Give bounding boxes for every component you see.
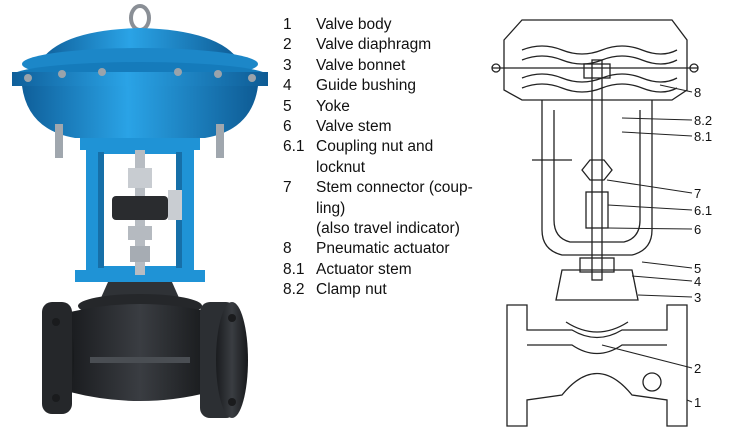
- diaphragm-outline: [565, 321, 629, 333]
- legend-item: 1 Valve body: [283, 15, 483, 35]
- legend-text: Coupling nut and locknut: [316, 138, 434, 176]
- stem-connector: [112, 150, 182, 275]
- legend-text: Pneumatic actuator: [316, 240, 450, 258]
- stem-connector-outline: [581, 159, 613, 181]
- legend-text: Stem connector (coup- ling) (also travel…: [316, 179, 473, 238]
- legend-text: Guide bushing: [316, 77, 416, 95]
- legend-text: Valve body: [316, 16, 392, 33]
- legend-number: 7: [283, 179, 292, 197]
- legend-item: 8.1 Actuator stem: [283, 260, 483, 280]
- actuator-lower-casing: [22, 86, 258, 138]
- legend-text: Valve diaphragm: [316, 36, 432, 54]
- actuator-housing: [503, 19, 688, 101]
- legend-item: 4 Guide bushing: [283, 76, 483, 96]
- legend-item: 6.1 Coupling nut and locknut: [283, 137, 483, 178]
- callout-8-2: 8.2: [694, 113, 712, 128]
- callout-labels: 8 8.2 8.1 7 6.1 6 5 4 3 2 1: [694, 85, 712, 410]
- legend-number: 6.1: [283, 138, 305, 156]
- legend-number: 8: [283, 240, 292, 258]
- bonnet-outline: [555, 269, 639, 301]
- valve-cross-section-drawing: 8 8.2 8.1 7 6.1 6 5 4 3 2 1: [491, 19, 712, 427]
- legend-text: Valve bonnet: [316, 56, 406, 74]
- legend-number: 8.2: [283, 281, 305, 299]
- actuator-springs: [521, 45, 678, 93]
- callout-1: 1: [694, 395, 701, 410]
- yoke-outline: [541, 100, 653, 256]
- legend-text: Yoke: [316, 97, 350, 115]
- parts-legend: 1 Valve body 2 Valve diaphragm 3 Valve bonnet…: [283, 15, 483, 301]
- legend-item: 7 Stem connector (coup- ling) (also trave…: [283, 178, 483, 239]
- legend-item: 6 Valve stem: [283, 117, 483, 137]
- callout-5: 5: [694, 261, 701, 276]
- callout-3: 3: [694, 290, 701, 305]
- legend-number: 8.1: [283, 260, 305, 278]
- legend-text: Valve stem: [316, 118, 392, 136]
- legend-item: 8 Pneumatic actuator: [283, 239, 483, 259]
- callout-4: 4: [694, 274, 701, 289]
- legend-item: 8.2 Clamp nut: [283, 280, 483, 300]
- callout-7: 7: [694, 186, 701, 201]
- callout-6: 6: [694, 222, 701, 237]
- legend-number: 6: [283, 118, 292, 136]
- legend-item: 5 Yoke: [283, 97, 483, 117]
- legend-text: Actuator stem: [316, 260, 412, 278]
- callout-8: 8: [694, 85, 701, 100]
- legend-text: Clamp nut: [316, 281, 387, 299]
- valve-product-photo: [12, 4, 268, 418]
- flange-bolts: [24, 68, 256, 158]
- legend-number: 3: [283, 56, 292, 74]
- legend-item: 3 Valve bonnet: [283, 56, 483, 76]
- legend-number: 2: [283, 36, 292, 54]
- legend-number: 1: [283, 16, 292, 33]
- legend-number: 4: [283, 77, 292, 95]
- callout-8-1: 8.1: [694, 129, 712, 144]
- legend-number: 5: [283, 97, 292, 115]
- valve-body-outline: [506, 304, 688, 427]
- callout-2: 2: [694, 361, 701, 376]
- valve-body: [42, 302, 248, 418]
- callout-6-1: 6.1: [694, 203, 712, 218]
- legend-item: 2 Valve diaphragm: [283, 35, 483, 55]
